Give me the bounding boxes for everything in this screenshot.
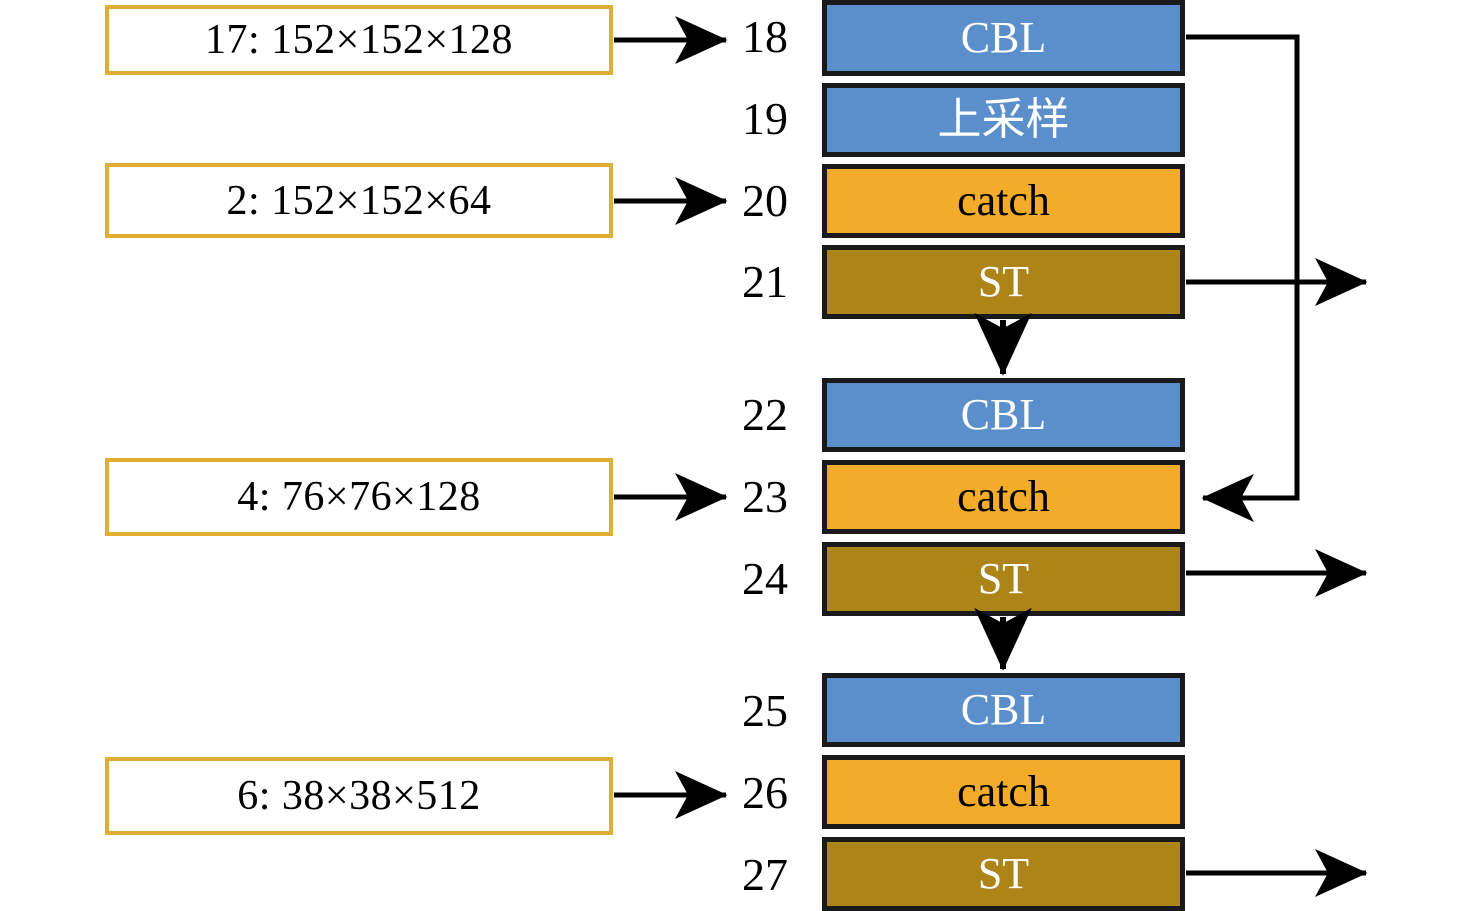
- dim-box-17[interactable]: 17: 152×152×128: [105, 5, 613, 75]
- dim-box-2-label: 2: 152×152×64: [226, 177, 492, 224]
- dim-box-6[interactable]: 6: 38×38×512: [105, 757, 613, 835]
- layer-index-27: 27: [742, 849, 788, 900]
- layer-block-19-upsample[interactable]: 上采样: [822, 83, 1185, 157]
- layer-block-21-st[interactable]: ST: [822, 245, 1185, 319]
- layer-block-20-catch[interactable]: catch: [822, 164, 1185, 238]
- dim-box-2[interactable]: 2: 152×152×64: [105, 163, 613, 238]
- layer-block-26-label: catch: [957, 767, 1050, 816]
- layer-block-24-label: ST: [977, 554, 1030, 603]
- dim-box-6-label: 6: 38×38×512: [237, 773, 481, 819]
- layer-block-26-catch[interactable]: catch: [822, 755, 1185, 829]
- layer-block-25-cbl[interactable]: CBL: [822, 673, 1185, 747]
- layer-block-22-cbl[interactable]: CBL: [822, 378, 1185, 452]
- layer-index-24: 24: [742, 553, 788, 604]
- layer-index-21: 21: [742, 256, 788, 307]
- layer-block-27-label: ST: [977, 849, 1030, 898]
- layer-block-23-label: catch: [957, 472, 1050, 521]
- dim-box-4-label: 4: 76×76×128: [237, 474, 481, 520]
- dim-box-4[interactable]: 4: 76×76×128: [105, 458, 613, 536]
- layer-block-25-label: CBL: [960, 685, 1047, 734]
- dim-box-17-label: 17: 152×152×128: [204, 17, 514, 63]
- layer-block-23-catch[interactable]: catch: [822, 460, 1185, 534]
- layer-block-21-label: ST: [977, 257, 1030, 306]
- layer-index-18: 18: [742, 11, 788, 62]
- layer-block-24-st[interactable]: ST: [822, 542, 1185, 616]
- layer-index-22: 22: [742, 389, 788, 440]
- layer-block-20-label: catch: [957, 176, 1050, 225]
- layer-block-18-cbl[interactable]: CBL: [822, 0, 1185, 76]
- connector-cbl18-to-catch23: [1186, 34, 1300, 522]
- layer-block-22-label: CBL: [960, 390, 1047, 439]
- layer-index-20: 20: [742, 175, 788, 226]
- layer-index-23: 23: [742, 471, 788, 522]
- layer-index-19: 19: [742, 93, 788, 144]
- layer-block-18-label: CBL: [960, 13, 1047, 62]
- layer-block-19-label: 上采样: [937, 95, 1070, 144]
- layer-block-27-st[interactable]: ST: [822, 837, 1185, 911]
- layer-index-26: 26: [742, 767, 788, 818]
- layer-index-25: 25: [742, 685, 788, 736]
